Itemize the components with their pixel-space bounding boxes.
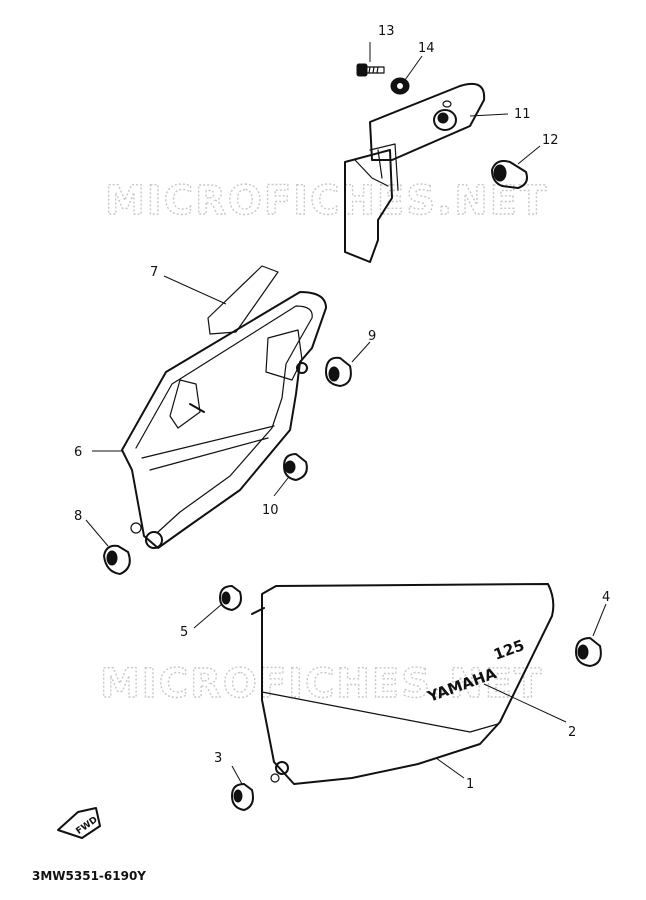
watermark-top: MICROFICHES.NET <box>105 178 548 224</box>
callout-7: 7 <box>150 265 158 280</box>
part-4-grommet <box>575 637 602 667</box>
part-13-bolt <box>356 63 385 77</box>
callout-1: 1 <box>466 777 474 792</box>
part-1-side-cover <box>251 583 555 785</box>
leader-lines <box>85 42 607 785</box>
part-5-grommet <box>219 585 242 611</box>
decal-number-text: 125 <box>491 636 527 664</box>
callout-12: 12 <box>542 133 559 148</box>
callout-10: 10 <box>262 503 279 518</box>
part-3-grommet <box>231 783 254 811</box>
part-12-grommet <box>491 160 528 189</box>
part-8-grommet <box>103 544 131 575</box>
diagram-part-code: 3MW5351-6190Y <box>32 869 146 883</box>
callout-5: 5 <box>180 625 188 640</box>
part-11-bracket <box>344 82 486 263</box>
part-14-washer <box>390 77 410 95</box>
part-6-inner-panel <box>121 291 327 549</box>
watermark-bottom: MICROFICHES.NET <box>100 661 543 707</box>
fwd-arrow: FWD <box>57 807 101 839</box>
part-9-grommet <box>325 356 352 387</box>
callout-8: 8 <box>74 509 82 524</box>
callout-3: 3 <box>214 751 222 766</box>
callout-13: 13 <box>378 24 395 39</box>
part-10-grommet <box>283 453 308 481</box>
part-7-label <box>207 265 279 335</box>
callout-numbers: 13 14 11 12 7 9 6 10 8 5 4 3 2 1 <box>74 24 610 792</box>
callout-9: 9 <box>368 329 376 344</box>
callout-4: 4 <box>602 590 610 605</box>
callout-6: 6 <box>74 445 82 460</box>
callout-14: 14 <box>418 41 435 56</box>
callout-11: 11 <box>514 107 531 122</box>
callout-2: 2 <box>568 725 576 740</box>
